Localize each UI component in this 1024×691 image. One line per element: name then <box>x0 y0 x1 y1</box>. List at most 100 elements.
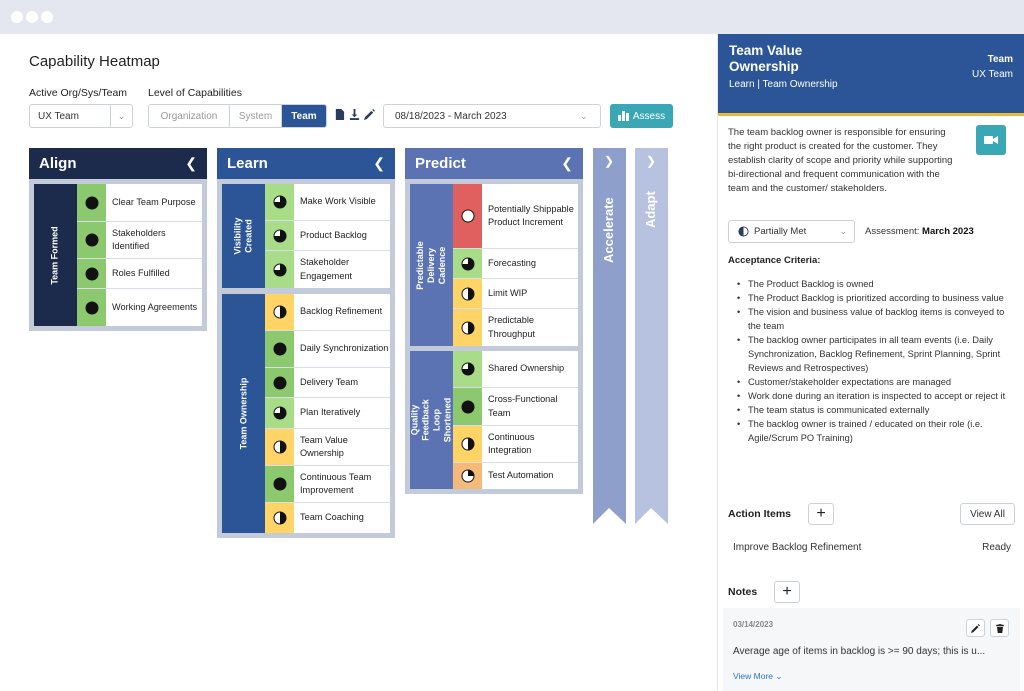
capability-cell[interactable]: Cross-Functional Team <box>453 388 578 426</box>
group-label: Team Ownership <box>222 294 265 533</box>
capability-cell[interactable]: Stakeholders Identified <box>77 222 202 259</box>
detail-panel: Team Value Ownership Learn | Team Owners… <box>717 34 1024 691</box>
status-indicator <box>453 309 482 346</box>
column-align-header[interactable]: Align ❮ <box>29 148 207 179</box>
detail-title: Team Value Ownership <box>729 43 803 74</box>
chevron-down-icon: ⌄ <box>110 105 132 127</box>
status-select-value: Partially Met <box>754 226 807 237</box>
group-cells: Backlog Refinement Daily Synchronization… <box>265 294 390 533</box>
column-align-title: Align <box>39 155 77 172</box>
capability-label: Working Agreements <box>112 301 198 312</box>
capability-cell[interactable]: Continuous Team Improvement <box>265 466 390 503</box>
add-note-button[interactable]: + <box>774 581 800 603</box>
level-system-button[interactable]: System <box>230 105 282 127</box>
status-indicator <box>265 184 294 220</box>
assessment-info: Assessment: March 2023 <box>865 226 974 237</box>
level-team-button[interactable]: Team <box>282 105 326 127</box>
capability-cell[interactable]: Delivery Team <box>265 368 390 398</box>
status-pie-icon <box>273 229 286 242</box>
adapt-band <box>635 148 668 524</box>
status-indicator <box>77 289 106 326</box>
capability-cell[interactable]: Daily Synchronization <box>265 331 390 368</box>
capability-label: Clear Team Purpose <box>112 196 196 207</box>
capability-cell[interactable]: Roles Fulfilled <box>77 259 202 289</box>
collapse-chevron-icon[interactable]: ❮ <box>185 155 197 171</box>
column-predict-header[interactable]: Predict ❮ <box>405 148 583 179</box>
edit-note-button[interactable] <box>966 619 985 637</box>
column-accelerate-collapsed[interactable]: ❯ Accelerate <box>593 148 626 524</box>
group-cells: Shared Ownership Cross-Functional Team C… <box>453 351 578 489</box>
note-text: Average age of items in backlog is >= 90… <box>733 646 986 657</box>
status-pie-icon <box>85 267 98 280</box>
collapse-chevron-icon[interactable]: ❮ <box>373 155 385 171</box>
edit-icon[interactable] <box>364 109 375 120</box>
capability-label: Delivery Team <box>300 376 359 387</box>
capability-cell[interactable]: Working Agreements <box>77 289 202 326</box>
column-predict-title: Predict <box>415 155 466 172</box>
window-dot-3 <box>41 11 53 23</box>
status-indicator <box>453 279 482 308</box>
org-select[interactable]: UX Team ⌄ <box>29 104 133 128</box>
criteria-item: The Product Backlog is prioritized accor… <box>737 291 1017 305</box>
status-pie-icon <box>461 321 474 334</box>
status-pie-icon <box>273 440 286 454</box>
capability-cell[interactable]: Stakeholder Engagement <box>265 251 390 288</box>
collapse-chevron-icon[interactable]: ❮ <box>561 155 573 171</box>
capability-cell[interactable]: Predictable Throughput <box>453 309 578 346</box>
document-icon[interactable] <box>334 109 345 120</box>
status-pie-icon <box>85 233 98 247</box>
status-select[interactable]: Partially Met ⌄ <box>728 220 855 243</box>
detail-description: The team backlog owner is responsible fo… <box>728 127 953 194</box>
status-pie-icon <box>273 376 286 389</box>
video-button[interactable] <box>976 125 1006 155</box>
assess-button[interactable]: Assess <box>610 104 673 128</box>
view-more-link[interactable]: View More ⌄ <box>733 671 783 681</box>
status-pie-icon <box>461 437 474 451</box>
column-learn-header[interactable]: Learn ❮ <box>217 148 395 179</box>
action-item-row[interactable]: Improve Backlog Refinement Ready <box>733 542 1011 553</box>
capability-label: Make Work Visible <box>300 196 376 207</box>
capability-cell[interactable]: Team Value Ownership <box>265 429 390 466</box>
column-predict: Predict ❮ Predictable Delivery Cadence P… <box>405 148 583 494</box>
capability-label: Potentially Shippable Product Increment <box>488 203 574 228</box>
status-indicator <box>265 294 294 330</box>
download-icon[interactable] <box>349 109 360 120</box>
capability-cell[interactable]: Potentially Shippable Product Increment <box>453 184 578 249</box>
status-indicator <box>77 222 106 258</box>
note-date: 03/14/2023 <box>733 620 774 629</box>
capability-cell[interactable]: Test Automation <box>453 463 578 489</box>
view-all-button[interactable]: View All <box>960 503 1015 525</box>
capability-cell[interactable]: Limit WIP <box>453 279 578 309</box>
expand-chevron-icon[interactable]: ❯ <box>604 154 615 168</box>
group-label: Quality Feedback Loop Shortened <box>410 351 453 489</box>
group-label: Team Formed <box>34 184 77 326</box>
criteria-item: The backlog owner is trained / educated … <box>737 417 1017 445</box>
capability-cell[interactable]: Forecasting <box>453 249 578 279</box>
status-indicator <box>453 351 482 387</box>
capability-cell[interactable]: Team Coaching <box>265 503 390 533</box>
capability-cell[interactable]: Continuous Integration <box>453 426 578 463</box>
column-adapt-title: Adapt <box>643 191 658 228</box>
status-pie-icon <box>85 196 98 209</box>
criteria-item: The team status is communicated external… <box>737 403 1017 417</box>
delete-note-button[interactable] <box>990 619 1009 637</box>
chevron-down-icon: ⌄ <box>775 671 783 681</box>
capability-cell[interactable]: Plan Iteratively <box>265 398 390 429</box>
capability-cell[interactable]: Product Backlog <box>265 221 390 251</box>
expand-chevron-icon[interactable]: ❯ <box>646 154 657 168</box>
column-adapt-collapsed[interactable]: ❯ Adapt <box>635 148 668 524</box>
status-indicator <box>77 184 106 221</box>
status-indicator <box>265 503 294 533</box>
capability-cell[interactable]: Shared Ownership <box>453 351 578 388</box>
date-range-value: 08/18/2023 - March 2023 <box>395 110 507 122</box>
group-visibility-created: Visibility Created Make Work Visible Pro… <box>222 184 390 288</box>
level-organization-button[interactable]: Organization <box>149 105 230 127</box>
criteria-item: The backlog owner participates in all te… <box>737 333 1017 375</box>
status-pie-icon <box>461 362 474 376</box>
capability-cell[interactable]: Backlog Refinement <box>265 294 390 331</box>
add-action-item-button[interactable]: + <box>808 503 834 525</box>
plus-icon: + <box>782 583 792 600</box>
date-range-select[interactable]: 08/18/2023 - March 2023 ⌄ <box>383 104 601 128</box>
capability-cell[interactable]: Make Work Visible <box>265 184 390 221</box>
capability-cell[interactable]: Clear Team Purpose <box>77 184 202 222</box>
